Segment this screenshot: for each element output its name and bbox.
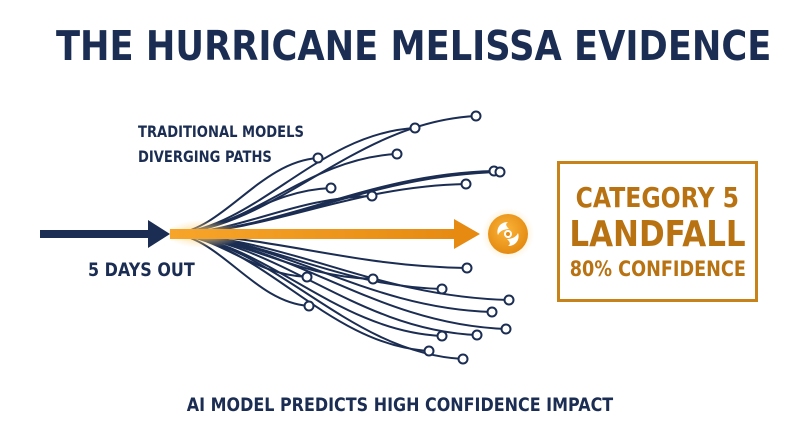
circle-icon [312,152,324,164]
ai-prediction-arrow [170,219,480,249]
model-path [174,233,478,336]
circle-icon [436,283,448,295]
traditional-models-label: TRADITIONAL MODELS DIVERGING PATHS [138,119,304,169]
circle-icon [423,345,435,357]
timeline-label: 5 DAYS OUT [88,259,195,281]
circle-icon [486,306,498,318]
circle-icon [457,353,469,365]
circle-icon [460,178,472,190]
traditional-models-line-2: DIVERGING PATHS [138,147,272,166]
result-landfall: LANDFALL [569,213,746,255]
circle-icon [470,110,482,122]
circle-icon [471,329,483,341]
circle-icon [461,262,473,274]
footer-caption: AI MODEL PREDICTS HIGH CONFIDENCE IMPACT [186,394,614,416]
result-category: CATEGORY 5 [575,180,740,214]
arrow-right-icon [40,220,170,248]
hurricane-icon [482,208,534,260]
model-endpoints [301,110,515,365]
circle-icon [301,271,313,283]
result-confidence: 80% CONFIDENCE [569,256,746,281]
circle-icon [503,294,515,306]
circle-icon [325,182,337,194]
circle-icon [366,190,378,202]
circle-icon [436,330,448,342]
circle-icon [303,300,315,312]
circle-icon [494,166,506,178]
circle-icon [367,273,379,285]
circle-icon [500,323,512,335]
circle-icon [409,122,421,134]
circle-icon [391,148,403,160]
forecast-result-box: CATEGORY 5 LANDFALL 80% CONFIDENCE [557,161,758,302]
page-title: THE HURRICANE MELISSA EVIDENCE [56,22,772,70]
traditional-models-line-1: TRADITIONAL MODELS [138,122,304,141]
